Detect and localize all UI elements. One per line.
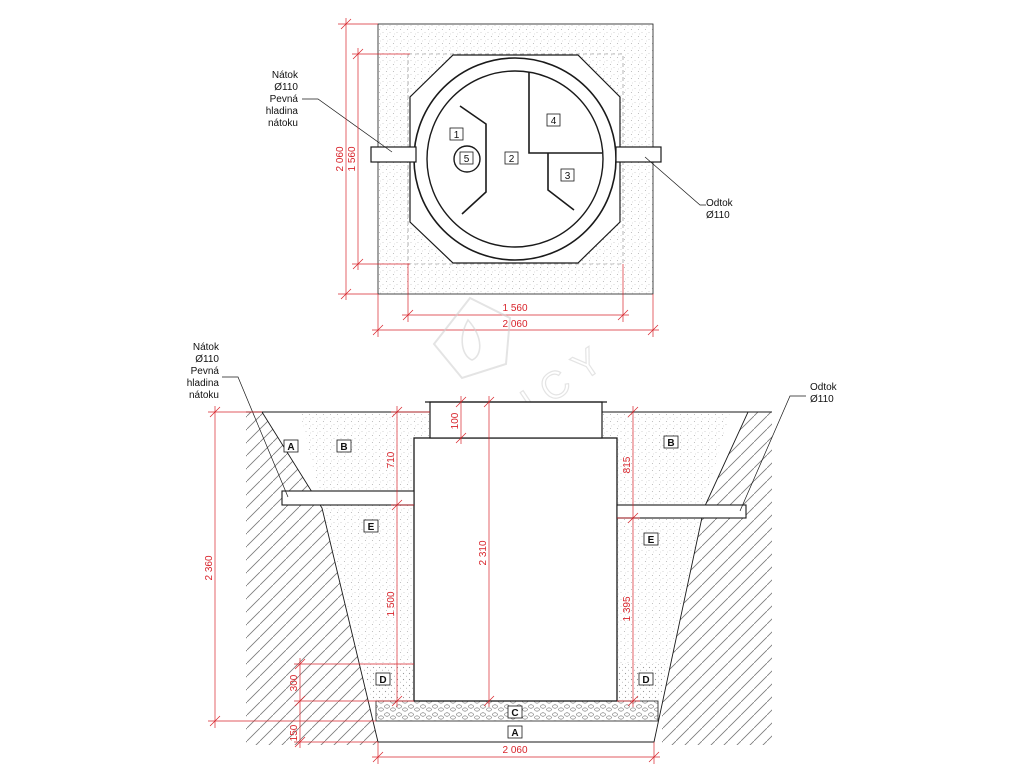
layer-label-e-left: E: [363, 519, 379, 533]
chamber-label-1: 1: [449, 127, 464, 141]
plan-inlet-note: Nátok Ø110 Pevná hladina nátoku: [266, 70, 393, 153]
layer-label-d-left: D: [375, 672, 391, 686]
plan-outlet-line2: Ø110: [706, 210, 730, 221]
layer-label-c: C: [507, 705, 523, 719]
layer-label-c-text: C: [511, 708, 518, 719]
section-dim-top-left: 710: [386, 451, 397, 468]
section-dim-top-right: 815: [622, 456, 633, 473]
plan-inlet-line3: Pevná: [270, 94, 299, 105]
plan-outlet-pipe: [615, 146, 662, 163]
layer-label-a-left: A: [283, 439, 299, 453]
section-tank-body: [413, 437, 618, 702]
layer-label-e-right: E: [643, 532, 659, 546]
plan-wall-chamber-4: [528, 72, 602, 154]
chamber-label-3: 3: [560, 168, 575, 182]
layer-label-b-left-text: B: [340, 442, 347, 453]
section-dim-lower-left: 1 500: [386, 591, 397, 616]
layer-label-a-left-text: A: [287, 442, 294, 453]
layer-label-d-right: D: [638, 672, 654, 686]
section-dim-cover: 100: [450, 412, 461, 429]
section-inlet-line2: Ø110: [195, 354, 219, 365]
chamber-label-4-text: 4: [551, 116, 557, 127]
section-outlet-line1: Odtok: [810, 382, 838, 393]
layer-label-d-right-text: D: [642, 675, 649, 686]
section-layer-e-left: [322, 505, 414, 664]
section-inlet-line3: Pevná: [191, 366, 220, 377]
plan-inlet-line2: Ø110: [274, 82, 298, 93]
layer-label-e-left-text: E: [368, 522, 375, 533]
chamber-label-4: 4: [546, 113, 561, 127]
layer-label-a-bottom-text: A: [511, 728, 518, 739]
plan-inlet-line1: Nátok: [272, 70, 299, 81]
plan-inlet-line5: nátoku: [268, 118, 298, 129]
layer-label-b-right-text: B: [667, 438, 674, 449]
section-dim-total-depth: 2 360: [204, 555, 215, 580]
section-outlet-pipe: [616, 504, 747, 519]
chamber-label-1-text: 1: [454, 130, 460, 141]
layer-label-b-left: B: [336, 439, 352, 453]
chamber-label-5-text: 5: [464, 154, 470, 165]
plan-inlet-pipe: [370, 146, 417, 163]
section-inlet-line5: nátoku: [189, 390, 219, 401]
plan-wall-chamber-3: [547, 153, 575, 211]
section-dimensions: [208, 396, 660, 764]
section-dim-layer-c: 150: [289, 724, 300, 741]
chamber-label-2-text: 2: [509, 154, 515, 165]
section-dim-layer-d: 300: [289, 674, 300, 691]
section-layer-e-right: [617, 505, 704, 664]
chamber-label-3-text: 3: [565, 171, 571, 182]
plan-dim-inner-height: 1 560: [347, 146, 358, 171]
layer-label-b-right: B: [663, 435, 679, 449]
plan-outlet-note: Odtok Ø110: [644, 156, 734, 221]
section-dim-bottom-width: 2 060: [502, 745, 527, 756]
section-cover: [429, 401, 603, 439]
chamber-label-2: 2: [504, 151, 519, 165]
layer-label-a-bottom: A: [507, 725, 523, 739]
section-outlet-line2: Ø110: [810, 394, 834, 405]
plan-inlet-line4: hladina: [266, 106, 299, 117]
chamber-label-5: 5: [459, 151, 474, 165]
section-dim-tank-height: 2 310: [478, 540, 489, 565]
section-inlet-pipe: [281, 490, 415, 506]
plan-view: 1 5 2 4 3 Nátok Ø110 Pevná hladina nátok…: [266, 18, 734, 337]
plan-dim-inner-width: 1 560: [502, 303, 527, 314]
plan-outlet-line1: Odtok: [706, 198, 734, 209]
section-inlet-note: Nátok Ø110 Pevná hladina nátoku: [187, 342, 289, 498]
section-outlet-note: Odtok Ø110: [739, 382, 838, 512]
section-dim-lower-right: 1 395: [622, 596, 633, 621]
section-inlet-line4: hladina: [187, 378, 220, 389]
plan-dim-outer-height: 2 060: [335, 146, 346, 171]
plan-dimensions: [338, 18, 659, 337]
layer-label-e-right-text: E: [648, 535, 655, 546]
section-inlet-line1: Nátok: [193, 342, 220, 353]
plan-wall-chamber-1: [459, 105, 487, 215]
plan-dim-outer-width: 2 060: [502, 319, 527, 330]
section-view: A B B E E D D C A Nátok Ø110 Pevná hladi…: [187, 342, 838, 764]
layer-label-d-left-text: D: [379, 675, 386, 686]
